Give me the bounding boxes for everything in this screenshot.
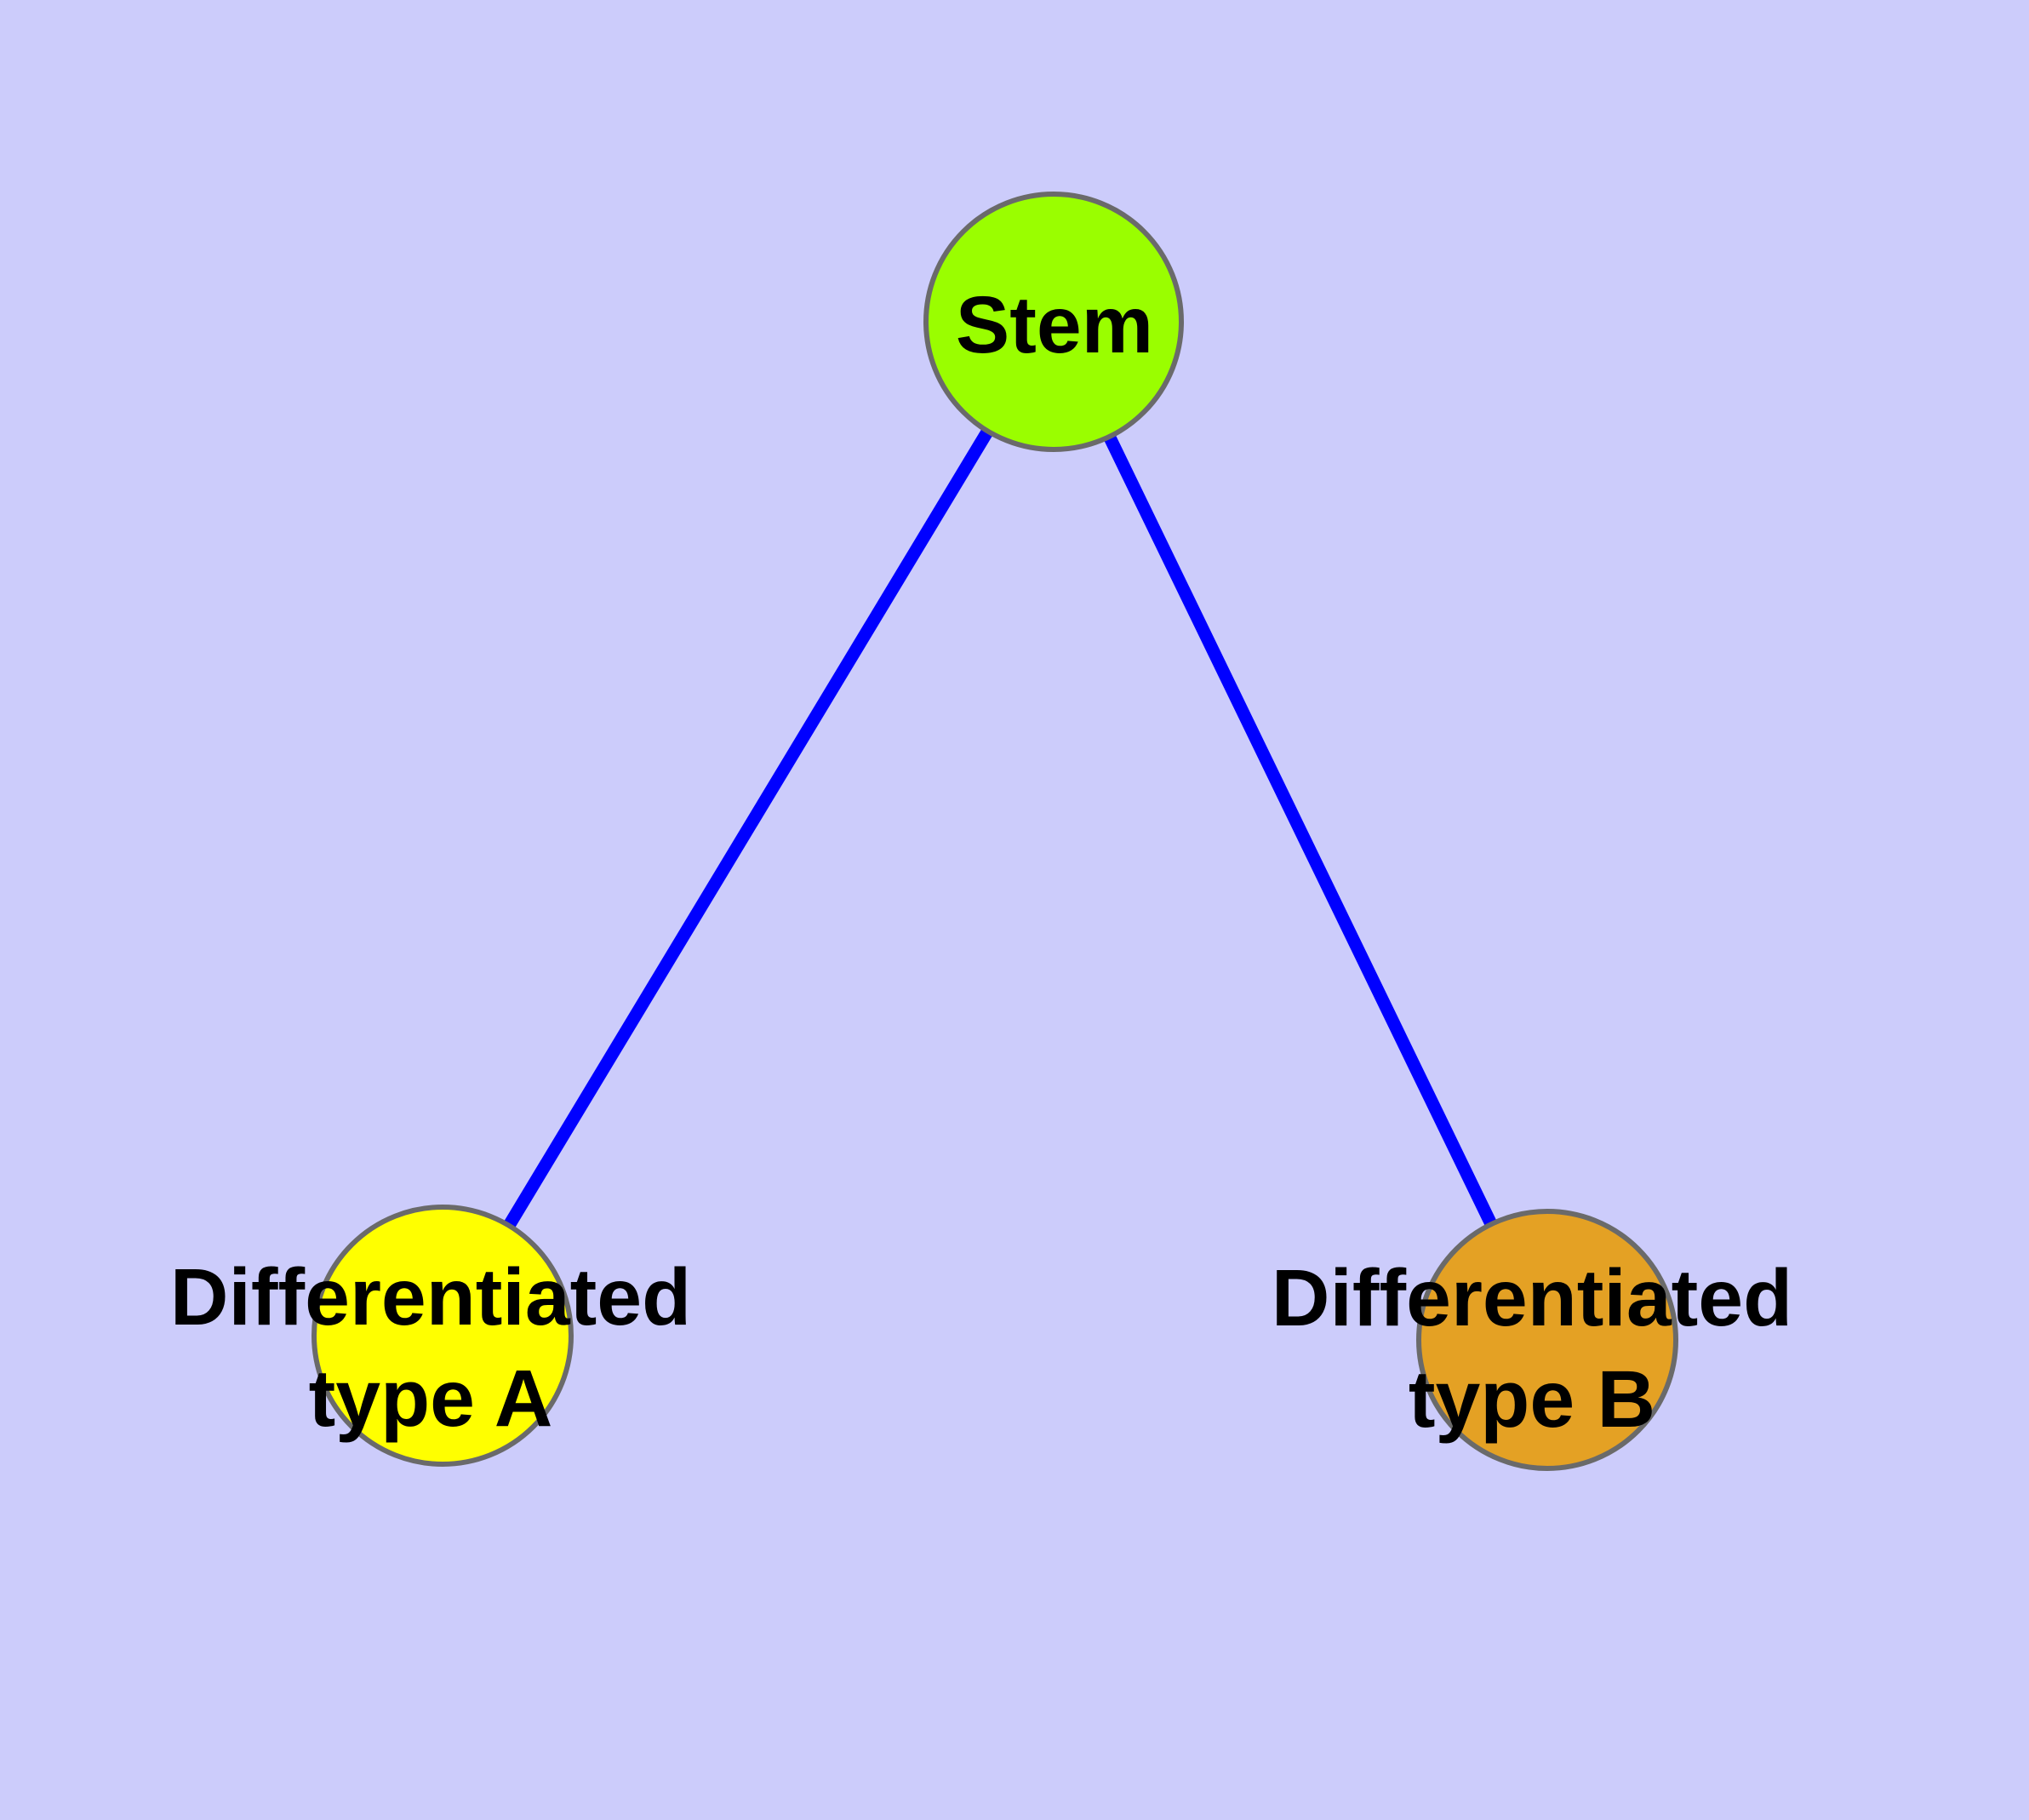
svg-text:type A: type A <box>309 1354 553 1444</box>
svg-text:Differentiated: Differentiated <box>170 1252 691 1342</box>
svg-text:Differentiated: Differentiated <box>1272 1253 1792 1343</box>
svg-text:Stem: Stem <box>956 280 1153 370</box>
svg-text:type B: type B <box>1409 1354 1655 1445</box>
